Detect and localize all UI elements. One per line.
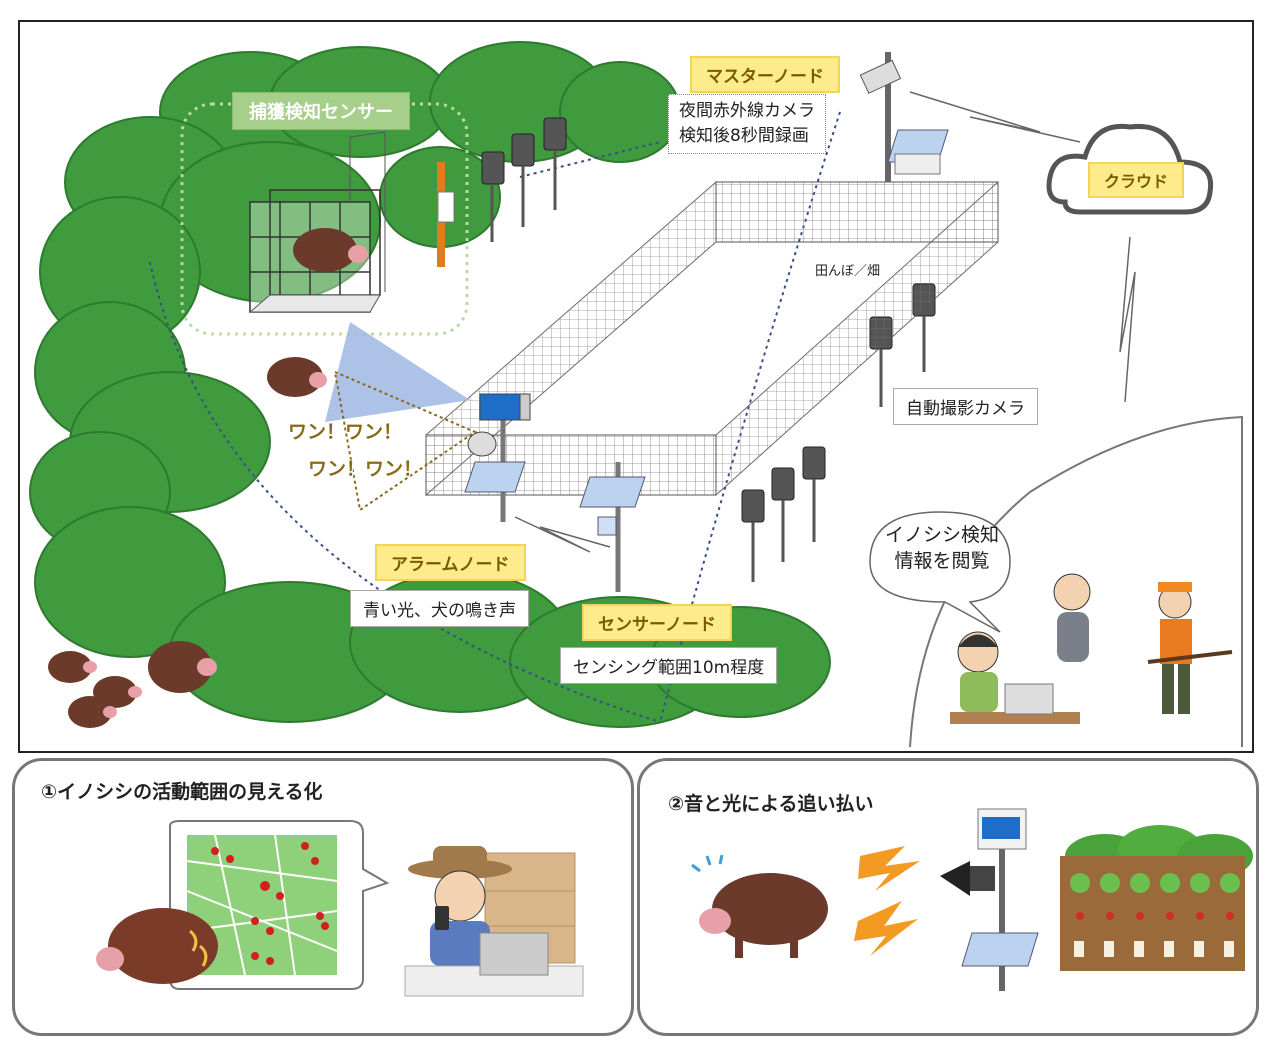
bubble-line-2: 情報を閲覧 xyxy=(894,550,990,572)
bubble-line-1: イノシシ検知 xyxy=(884,524,999,546)
boar-icon xyxy=(691,854,828,958)
capture-sensor-box xyxy=(437,191,455,223)
fence-icon xyxy=(425,180,999,497)
sound-wave-icon xyxy=(854,846,920,956)
capture-sensor-label: 捕獲検知センサー xyxy=(232,92,410,130)
light-beam xyxy=(325,322,470,422)
sound-area xyxy=(333,370,478,512)
alarm-node-label: アラームノード xyxy=(375,544,526,581)
scene-drawing xyxy=(29,41,1243,748)
speaker-icon xyxy=(467,431,497,457)
map-pin-icon xyxy=(211,842,329,965)
solar-panel-icon xyxy=(961,932,1039,967)
wireless-signals xyxy=(514,91,1136,553)
main-diagram: 捕獲検知センサー マスターノード 夜間赤外線カメラ 検知後8秒間録画 クラウド … xyxy=(18,20,1254,753)
alarm-node-pole xyxy=(464,393,531,522)
master-node-label: マスターノード xyxy=(690,56,840,93)
cage-icon xyxy=(248,131,386,313)
field-label: 田んぼ／畑 xyxy=(815,264,881,279)
person-icon xyxy=(404,846,584,997)
boar-icon xyxy=(48,357,327,728)
master-node-pole xyxy=(859,52,949,182)
alarm-node-pole xyxy=(940,808,1039,991)
visualization-drawing xyxy=(96,820,584,997)
speech-bubble xyxy=(869,511,1011,633)
alarm-node-description: 青い光、犬の鳴き声 xyxy=(350,590,529,627)
sensor-node-label: センサーノード xyxy=(582,604,732,641)
repelling-drawing xyxy=(691,808,1253,991)
panel-visualization-title: ①イノシシの活動範囲の見える化 xyxy=(41,781,323,803)
panel-visualization: ①イノシシの活動範囲の見える化 xyxy=(12,758,634,1036)
auto-camera-label: 自動撮影カメラ xyxy=(893,388,1038,425)
master-desc-line-1: 夜間赤外線カメラ xyxy=(679,101,815,121)
cloud-label: クラウド xyxy=(1088,162,1185,198)
boar-icon xyxy=(96,908,218,984)
bark-text-2: ワン！ワン！ xyxy=(308,458,423,480)
master-node-description: 夜間赤外線カメラ 検知後8秒間録画 xyxy=(668,94,826,154)
speech-bubble-text: イノシシ検知 情報を閲覧 xyxy=(878,522,1006,574)
speaker-icon xyxy=(940,861,995,896)
dotted-arc-left xyxy=(149,261,661,723)
bark-text-1: ワン！ワン！ xyxy=(288,421,403,443)
panel-repelling-title: ②音と光による追い払い xyxy=(668,793,874,815)
person-icon xyxy=(950,573,1233,724)
sensor-node-description: センシング範囲10m程度 xyxy=(560,647,778,684)
sensor-node-pole xyxy=(579,462,646,592)
master-desc-line-2: 検知後8秒間録画 xyxy=(679,126,809,146)
panel-repelling: ②音と光による追い払い xyxy=(637,758,1259,1036)
farm-icon xyxy=(1060,825,1253,971)
